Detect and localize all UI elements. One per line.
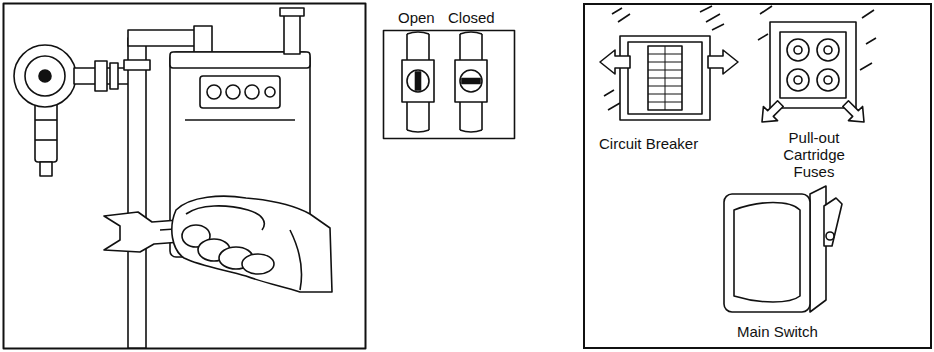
valve-symbol [455,32,487,132]
part-label: Circuit Breaker [599,135,698,152]
circuit-breaker-drawing [600,6,738,120]
valve-state-label: Open [398,9,435,26]
panel-border [4,4,366,349]
gas-meter-drawing [14,8,332,348]
panel-border [384,31,515,139]
part-label: Pull-out Cartridge Fuses [771,129,857,180]
electric-panel: Circuit Breaker Pull-out Cartridge FusesM… [583,3,932,349]
valve-panel: Open Closed [383,5,515,141]
valve-state-label: Closed [448,9,495,26]
part-label: Main Switch [737,323,818,340]
main-switch-drawing [724,186,842,312]
fuse-box-drawing [755,6,876,129]
valve-symbol [402,32,434,132]
